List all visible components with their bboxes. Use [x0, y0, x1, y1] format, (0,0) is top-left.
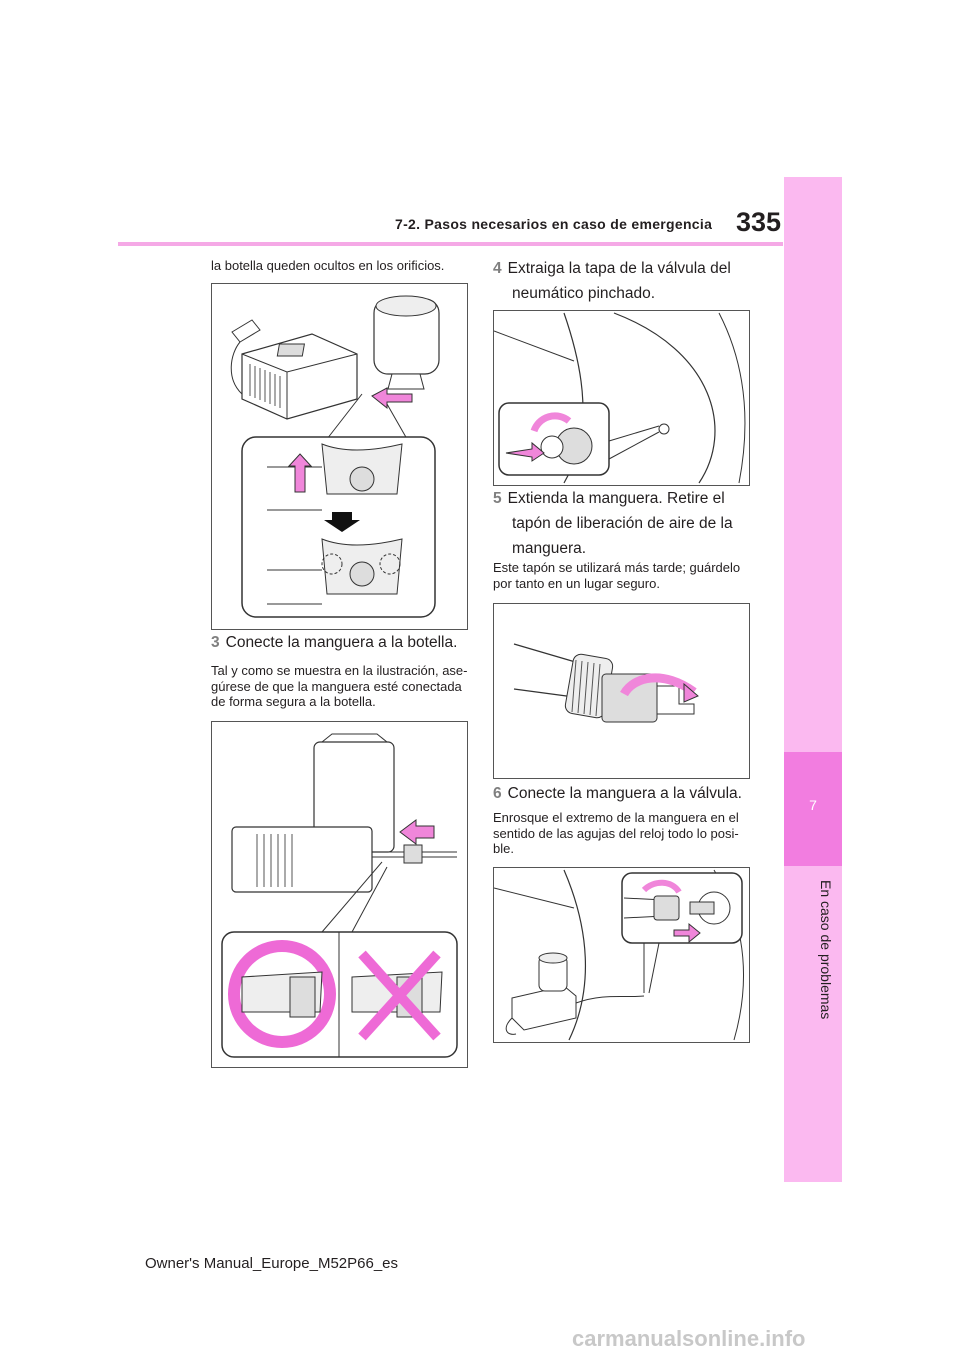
step-6-text: Conecte la manguera a la válvula.	[507, 785, 742, 802]
step-5-note-line: Este tapón se utilizará más tarde; guárd…	[493, 560, 741, 575]
step-5-note-line: por tanto en un lugar seguro.	[493, 575, 660, 591]
step-3-note-line: Tal y como se muestra en la ilustración,…	[211, 663, 468, 678]
chapter-number: 7	[809, 797, 817, 813]
section-title: 7-2. Pasos necesarios en caso de emergen…	[395, 216, 713, 232]
step-3-text: Conecte la manguera a la botella.	[225, 634, 458, 651]
watermark: carmanualsonline.info	[572, 1326, 806, 1351]
chapter-side-tab	[784, 177, 842, 1182]
step-4-title: 4 Extraiga la tapa de la válvula del neum…	[493, 256, 773, 306]
step-6-number: 6	[493, 785, 502, 802]
figure-hose-to-valve	[493, 867, 750, 1043]
step-3-number: 3	[211, 634, 220, 651]
chapter-number-box	[784, 752, 842, 866]
step-3-note: Tal y como se muestra en la ilustración,…	[211, 663, 471, 710]
step-5-title: 5 Extienda la manguera. Retire el tapón d…	[493, 486, 773, 561]
step-3-title: 3 Conecte la manguera a la botella.	[211, 630, 457, 655]
step-3-note-line: gúrese de que la manguera esté conectada	[211, 678, 462, 694]
figure-compressor-bottle	[211, 283, 468, 630]
step-6-note-line: Enrosque el extremo de la manguera en el	[493, 810, 739, 825]
page-number: 335	[736, 207, 782, 237]
step-6-title: 6 Conecte la manguera a la válvula.	[493, 781, 773, 806]
chapter-title: En caso de problemas	[818, 880, 834, 1020]
figure-hose-to-bottle	[211, 721, 468, 1068]
step-4-text-line: Extraiga la tapa de la válvula del	[507, 260, 731, 277]
intro-text: la botella queden ocultos en los orifici…	[211, 258, 445, 273]
step-6-note-line: sentido de las agujas del reloj todo lo …	[493, 825, 739, 841]
step-3-note-line: de forma segura a la botella.	[211, 694, 376, 710]
step-5-note: Este tapón se utilizará más tarde; guárd…	[493, 560, 753, 591]
step-4-number: 4	[493, 260, 502, 277]
step-5-text-line: tapón de liberación de aire de la	[512, 515, 733, 532]
step-4-text-line: neumático pinchado.	[512, 285, 656, 302]
header-rule	[118, 242, 783, 246]
footer-manual-id: Owner's Manual_Europe_M52P66_es	[145, 1255, 399, 1272]
step-6-note-line: ble.	[493, 841, 514, 857]
step-6-note: Enrosque el extremo de la manguera en el…	[493, 810, 753, 857]
figure-hose-cap	[493, 603, 750, 779]
step-5-text-line: manguera.	[512, 540, 587, 557]
step-5-number: 5	[493, 490, 502, 507]
step-5-text-line: Extienda la manguera. Retire el	[507, 490, 725, 507]
figure-valve-cap	[493, 310, 750, 486]
